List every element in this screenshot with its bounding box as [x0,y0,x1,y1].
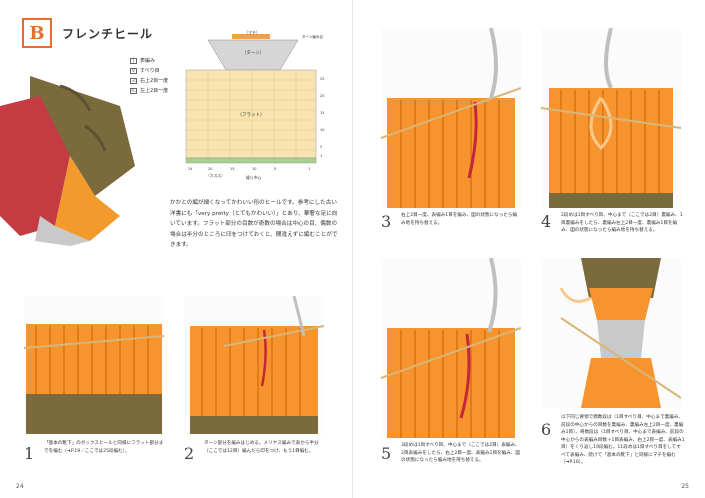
chart-turn-side-label: ターン編み目 [302,34,323,39]
legend-item: │ 表編み [130,58,168,64]
chart-top-label: （マチ） [244,30,260,35]
legend-item: ⋌ 右上2目一度 [130,78,168,84]
page-number-right: 25 [681,483,689,490]
left-page: B フレンチヒール │ 表編み V すべり目 ⋌ 右上2目一度 ⋋ 左上2目一 [0,0,352,498]
step-text: 3段めは1目すべり目、中心まで（ここでは2目）表編み、2目表編みをしたら、右上2… [401,443,521,463]
step-text: 右上2目一度、表編み1目を編み、図の状態になったら編み地を持ち替える。 [401,213,518,226]
step-number: 2 [184,444,195,463]
step-text: ターン部分を編みはじめる。メリヤス編みで表から半分（ここでは12目）編んだら印を… [204,441,319,454]
legend-label: 右上2目一度 [140,77,169,84]
left-decrease-symbol-icon: ⋋ [130,87,137,94]
section-title: フレンチヒール [62,27,154,41]
row-number: 10 [320,128,324,132]
gutter [352,0,353,498]
legend-label: 左上2目一度 [140,87,169,94]
step-3-photo [381,28,521,208]
col-number: 10 [252,167,256,171]
chart-legend: │ 表編み V すべり目 ⋌ 右上2目一度 ⋋ 左上2目一度 [130,58,168,98]
chart-gusset-label: （カスス） [206,173,225,178]
col-number: 1 [308,167,310,171]
row-number: 5 [320,145,322,149]
step-1-photo [24,296,164,434]
section-badge: B [22,18,52,48]
intro-text: かかとの編が細くなってかわいい形のヒールです。参考にした古い洋書にも「very … [170,200,338,248]
knitting-chart: （マチ） （ターン） ターン編み目 （フラット） 25 20 15 10 5 1 [168,30,340,180]
col-number: 24 [188,167,193,171]
slip-stitch-symbol-icon: V [130,67,137,74]
step-text: 以下同じ要領で偶数段は（1目すべり目、中心まで裏編み、前段の中心からの目数を裏編… [561,415,685,465]
col-number: 20 [208,167,212,171]
step-5-photo [381,258,521,438]
row-number: 15 [320,111,324,115]
step-number: 4 [541,212,552,231]
step-4-photo [541,28,681,208]
step-text: 「基本の靴下」のボックスヒールと同様にフラット部分までを編む（➜P.19／ここで… [44,441,164,454]
step-number: 5 [381,444,392,463]
hero-sock-photo [0,66,150,246]
right-page: 3 右上2目一度、表編み1目を編み、図の状態になったら編み地を持ち替える。 4 … [353,0,705,498]
col-number: 5 [274,167,276,171]
step-6-photo [541,258,681,408]
legend-label: 表編み [140,57,156,64]
page-number-left: 24 [16,483,24,490]
chart-center-label: 縫ら中心 [246,175,261,180]
step-number: 1 [24,444,35,463]
step-number: 6 [541,420,552,439]
legend-item: V すべり目 [130,68,168,74]
legend-label: すべり目 [140,67,160,74]
chart-turn-label: （ターン） [242,49,264,56]
col-number: 15 [230,167,234,171]
row-number: 25 [320,77,324,81]
row-number: 1 [320,154,322,158]
right-decrease-symbol-icon: ⋌ [130,77,137,84]
row-number: 20 [320,94,324,98]
step-2-photo [184,296,324,434]
step-text: 2段めは1目すべり目、中心まで（ここでは2目）裏編み、1目裏編みをしたら、裏編み… [561,213,683,233]
chart-flat-label: （フラット） [238,112,265,118]
step-number: 3 [381,212,392,231]
legend-item: ⋋ 左上2目一度 [130,88,168,94]
knit-symbol-icon: │ [130,57,137,64]
